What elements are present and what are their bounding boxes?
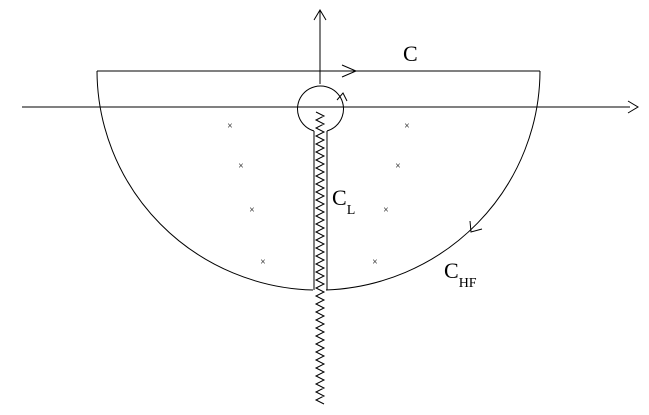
pole-marker: × [260,257,266,268]
label-contour-chf-sub: HF [459,276,477,291]
label-contour-cl: CL [332,185,355,218]
contour-chf-arc-left [96,70,314,291]
pole-marker: × [383,205,389,216]
keyhole-circle [297,85,344,132]
pole-group: × × × × × × × × [227,121,410,268]
real-axis-arrowhead [627,100,639,114]
pole-marker: × [404,121,410,132]
label-contour-cl-sub: L [347,203,356,218]
imaginary-axis-arrowhead [313,9,327,21]
contour-chf-arrow [469,220,483,233]
pole-marker: × [238,161,244,172]
label-contour-chf: CHF [444,258,477,291]
pole-marker: × [395,161,401,172]
keyhole-arrow [336,92,348,102]
label-contour-chf-main: C [444,258,459,283]
contour-c-arrow [341,64,358,78]
pole-marker: × [372,257,378,268]
label-contour-cl-main: C [332,185,347,210]
branch-cut-zigzag [314,111,326,405]
contour-chf-arc-right [325,70,541,291]
label-contour-c: C [403,41,418,66]
pole-marker: × [227,121,233,132]
pole-marker: × [249,205,255,216]
